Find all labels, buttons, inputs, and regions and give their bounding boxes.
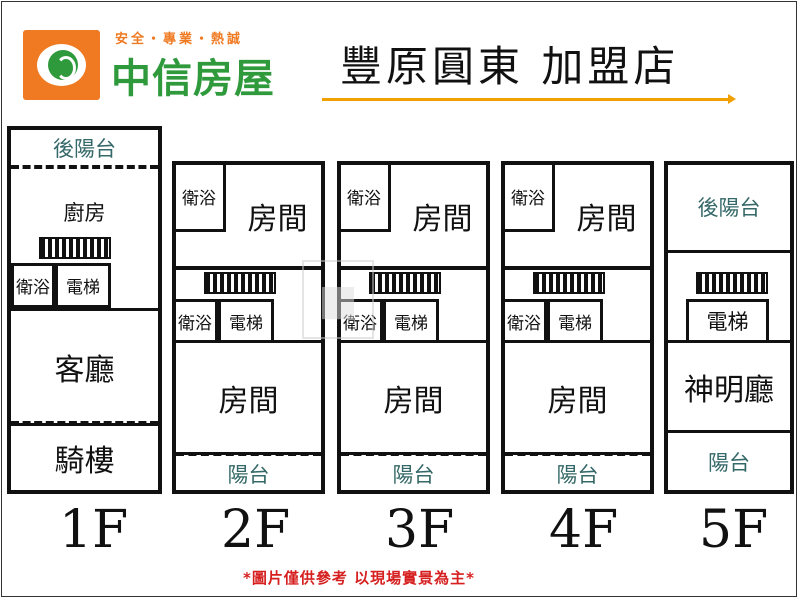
room-elevator: 電梯 bbox=[686, 299, 769, 343]
room-elevator: 電梯 bbox=[383, 299, 439, 343]
room-shrine: 神明廳 bbox=[664, 340, 794, 433]
floor-label-2f: 2F bbox=[221, 500, 291, 560]
wall bbox=[172, 266, 325, 270]
room-bedroom: 房間 bbox=[501, 340, 654, 455]
floor-label-5f: 5F bbox=[699, 500, 769, 560]
floor-label-4f: 4F bbox=[549, 500, 619, 560]
room-elevator: 電梯 bbox=[218, 299, 274, 343]
stair-icon bbox=[39, 237, 111, 259]
room-kitchen: 廚房 bbox=[63, 201, 106, 225]
room-bathroom: 衛浴 bbox=[172, 161, 226, 232]
company-logo: 安全・專業・熱誠 中信房屋 bbox=[23, 30, 308, 102]
title-underline bbox=[322, 94, 736, 104]
logo-mark bbox=[23, 30, 100, 100]
room-balcony: 陽台 bbox=[392, 463, 435, 487]
watermark: ■ bbox=[302, 260, 374, 339]
room-elevator: 電梯 bbox=[547, 299, 603, 343]
room-living: 客廳 bbox=[7, 308, 162, 426]
floor-label-1f: 1F bbox=[59, 500, 129, 560]
floor-label-3f: 3F bbox=[385, 500, 455, 560]
divider-dashed bbox=[11, 165, 158, 169]
floor-5-plan: 後陽台 電梯 神明廳 陽台 bbox=[664, 161, 794, 494]
stair-icon bbox=[369, 272, 441, 294]
room-bathroom: 衛浴 bbox=[337, 161, 391, 232]
room-bathroom: 衛浴 bbox=[172, 299, 218, 343]
floor-4-plan: 衛浴 房間 衛浴 電梯 房間 陽台 bbox=[501, 161, 654, 494]
room-bathroom: 衛浴 bbox=[501, 161, 555, 232]
stair-icon bbox=[696, 272, 768, 294]
floor-2-plan: 衛浴 房間 衛浴 電梯 房間 陽台 bbox=[172, 161, 325, 494]
floor-1-plan: 後陽台 廚房 衛浴 電梯 客廳 騎樓 bbox=[7, 126, 162, 494]
disclaimer-note: *圖片僅供參考 以現場實景為主* bbox=[243, 569, 475, 587]
stair-icon bbox=[533, 272, 605, 294]
room-bedroom: 房間 bbox=[576, 202, 637, 237]
room-bedroom: 房間 bbox=[412, 202, 473, 237]
wall bbox=[501, 266, 654, 270]
divider-dashed bbox=[341, 452, 486, 456]
room-back-balcony: 後陽台 bbox=[664, 161, 794, 253]
room-bedroom: 房間 bbox=[247, 202, 308, 237]
store-name: 豐原圓東 加盟店 bbox=[340, 42, 680, 91]
divider-dashed bbox=[505, 452, 650, 456]
room-back-balcony: 後陽台 bbox=[53, 137, 116, 161]
room-bathroom: 衛浴 bbox=[11, 263, 55, 308]
room-balcony: 陽台 bbox=[708, 451, 750, 475]
room-balcony: 陽台 bbox=[556, 463, 599, 487]
slogan: 安全・專業・熱誠 bbox=[115, 32, 244, 47]
room-elevator: 電梯 bbox=[55, 263, 111, 308]
room-bedroom: 房間 bbox=[337, 340, 490, 455]
stair-icon bbox=[204, 272, 276, 294]
room-balcony: 陽台 bbox=[227, 463, 270, 487]
floor-3-plan: 衛浴 房間 衛浴 電梯 房間 陽台 bbox=[337, 161, 490, 494]
brand-name: 中信房屋 bbox=[111, 56, 275, 102]
room-bedroom: 房間 bbox=[172, 340, 325, 455]
divider-dashed bbox=[176, 452, 321, 456]
divider-dashed bbox=[11, 421, 158, 425]
room-arcade: 騎樓 bbox=[54, 444, 115, 479]
wall bbox=[337, 266, 490, 270]
room-bathroom: 衛浴 bbox=[501, 299, 547, 343]
